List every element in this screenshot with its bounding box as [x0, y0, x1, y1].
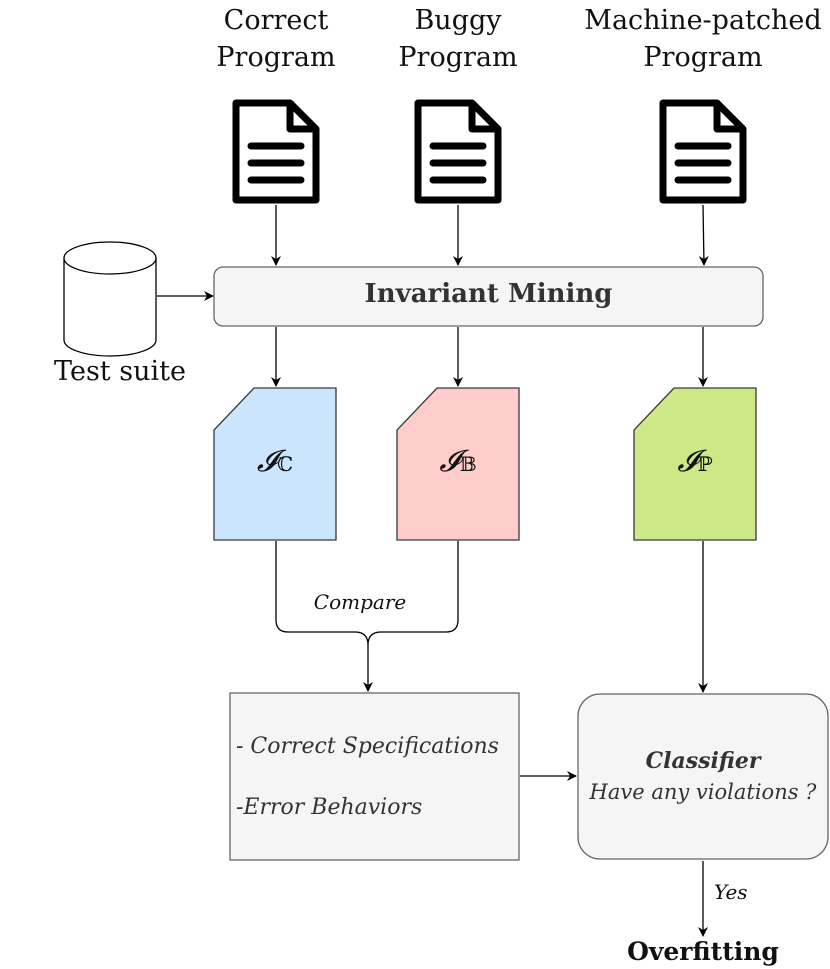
- invariant-card-correct: [213, 387, 337, 541]
- classifier-title: Classifier: [645, 748, 761, 774]
- buggy-program-document-icon: [414, 99, 502, 204]
- patched-program-label-line1: Machine-patched: [584, 5, 822, 36]
- invariant-mining-box: [213, 266, 764, 327]
- buggy-program-label-line1: Buggy: [414, 5, 502, 36]
- patched-program-document-icon: [659, 99, 747, 204]
- yes-label: Yes: [714, 880, 748, 904]
- invariant-symbol: 𝓘: [256, 444, 278, 479]
- arrow-patched-to-mining: [698, 204, 709, 266]
- invariant-subscript: ℙ: [697, 452, 713, 476]
- specs-line-1: - Correct Specifications: [236, 734, 499, 759]
- invariant-subscript: 𝔹: [459, 452, 477, 476]
- specs-line-2: -Error Behaviors: [236, 795, 423, 820]
- invariant-card-buggy: [396, 387, 520, 541]
- compare-label: Compare: [313, 590, 407, 614]
- correct-program-label-line2: Program: [216, 42, 336, 73]
- patched-program-label: Machine-patched Program: [576, 2, 830, 76]
- invariant-card-patched: [633, 387, 757, 541]
- overfitting-result-label: Overfitting: [627, 937, 779, 966]
- test-suite-database-icon: [63, 241, 157, 357]
- specifications-box: [229, 692, 520, 861]
- test-suite-label: Test suite: [54, 356, 186, 387]
- correct-program-label: Correct Program: [196, 2, 356, 76]
- invariant-subscript: ℂ: [277, 452, 294, 476]
- correct-program-document-icon: [232, 99, 320, 204]
- patched-program-label-line2: Program: [643, 42, 763, 73]
- invariant-symbol: 𝓘: [677, 444, 698, 479]
- invariant-symbol: 𝓘: [439, 444, 460, 479]
- invariant-label-buggy: 𝓘𝔹: [397, 444, 519, 479]
- invariant-mining-label: Invariant Mining: [364, 279, 613, 309]
- classifier-box: [577, 693, 829, 860]
- buggy-program-label: Buggy Program: [378, 2, 538, 76]
- correct-program-label-line1: Correct: [223, 5, 329, 36]
- invariant-label-correct: 𝓘ℂ: [214, 444, 336, 479]
- classifier-question: Have any violations ?: [589, 780, 817, 804]
- buggy-program-label-line2: Program: [398, 42, 518, 73]
- invariant-label-patched: 𝓘ℙ: [634, 444, 756, 479]
